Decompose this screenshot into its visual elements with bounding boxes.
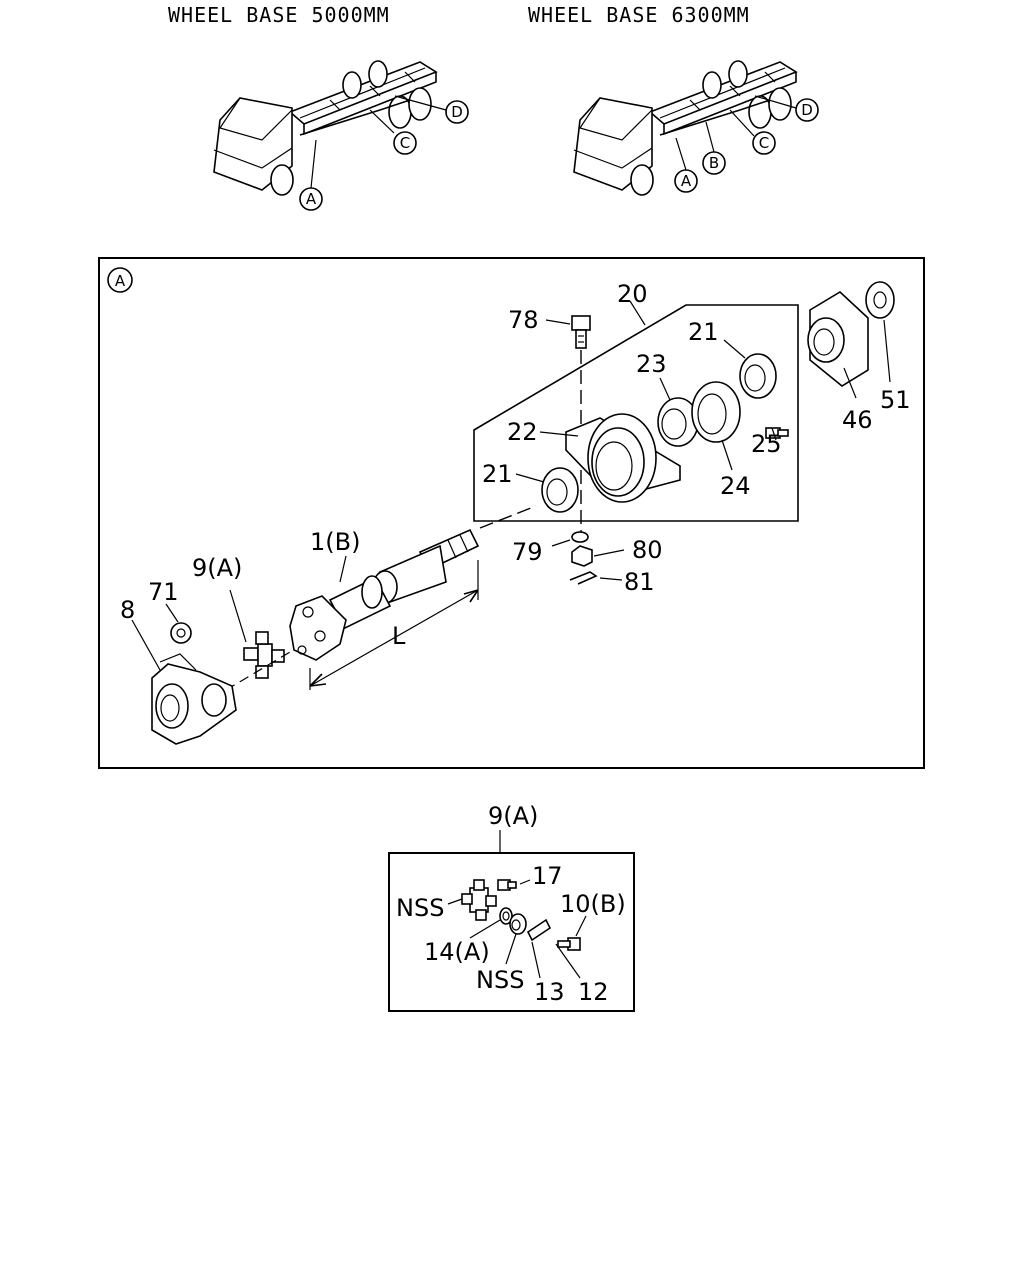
label-part-81: 81 — [624, 568, 655, 596]
callout-c-right: C — [759, 134, 769, 152]
label-part-10b: 10(B) — [560, 890, 626, 918]
nut-80 — [571, 545, 625, 567]
propeller-shaft-1b — [289, 505, 537, 690]
washer-51 — [865, 281, 895, 383]
grease-nipple-17 — [497, 879, 531, 891]
label-part-79: 79 — [512, 538, 543, 566]
heading-wheelbase-5000: WHEEL BASE 5000MM — [168, 3, 390, 27]
label-part-17: 17 — [532, 862, 563, 890]
label-part-20: 20 — [617, 280, 648, 308]
label-part-12: 12 — [578, 978, 609, 1006]
callout-b-right: B — [709, 154, 719, 172]
bearing-cup-nss — [505, 913, 527, 965]
heading-wheelbase-6300: WHEEL BASE 6300MM — [528, 3, 750, 27]
main-view-frame — [98, 257, 925, 769]
label-part-51: 51 — [880, 386, 911, 414]
detail-view-frame — [388, 852, 635, 1012]
washer-79 — [551, 531, 589, 547]
cotter-pin-81 — [569, 571, 623, 585]
label-part-25: 25 — [751, 430, 782, 458]
main-view-a: A — [98, 257, 925, 769]
center-bearing-group-outline — [473, 304, 799, 522]
seal-14a — [469, 907, 513, 939]
label-part-24: 24 — [720, 472, 751, 500]
label-part-1b: 1(B) — [310, 528, 360, 556]
bolt-78 — [545, 315, 591, 349]
universal-joint-9a — [225, 589, 291, 691]
label-dimension-l: L — [392, 622, 406, 650]
truck-illustration-left: A C D — [213, 60, 469, 211]
label-part-8: 8 — [120, 596, 135, 624]
bearing-housing-22 — [539, 413, 681, 503]
label-part-80: 80 — [632, 536, 663, 564]
truck-illustration-right: A B C D — [573, 60, 819, 196]
detail-title-9a: 9(A) — [488, 802, 538, 830]
label-part-21-lower: 21 — [482, 460, 513, 488]
label-nss-spider: NSS — [396, 894, 444, 922]
label-part-23: 23 — [636, 350, 667, 378]
callout-a-left: A — [306, 190, 317, 208]
bearing-23 — [657, 377, 699, 447]
label-nss-cup: NSS — [476, 966, 524, 994]
spider-cross — [447, 879, 497, 921]
grease-fitting-25 — [765, 427, 789, 441]
callout-c-left: C — [400, 134, 410, 152]
cushion-24 — [691, 381, 741, 471]
detail-view-9a: 9(A) — [388, 802, 635, 1012]
label-part-22: 22 — [507, 418, 538, 446]
label-part-21-upper: 21 — [688, 318, 719, 346]
label-part-13: 13 — [534, 978, 565, 1006]
label-part-71: 71 — [148, 578, 179, 606]
companion-flange-46 — [807, 291, 869, 399]
flange-yoke-8 — [131, 619, 237, 745]
callout-d-left: D — [451, 103, 463, 121]
nut-71 — [165, 603, 192, 644]
callout-d-right: D — [801, 101, 813, 119]
label-part-14a: 14(A) — [424, 938, 490, 966]
label-part-9a: 9(A) — [192, 554, 242, 582]
bolt-10b — [555, 915, 587, 979]
label-part-78: 78 — [508, 306, 539, 334]
view-label-a: A — [115, 272, 126, 290]
seal-21-upper — [723, 339, 777, 399]
label-part-46: 46 — [842, 406, 873, 434]
lock-plate-13 — [526, 918, 552, 979]
callout-a-right: A — [681, 172, 692, 190]
seal-21-lower — [515, 467, 579, 513]
